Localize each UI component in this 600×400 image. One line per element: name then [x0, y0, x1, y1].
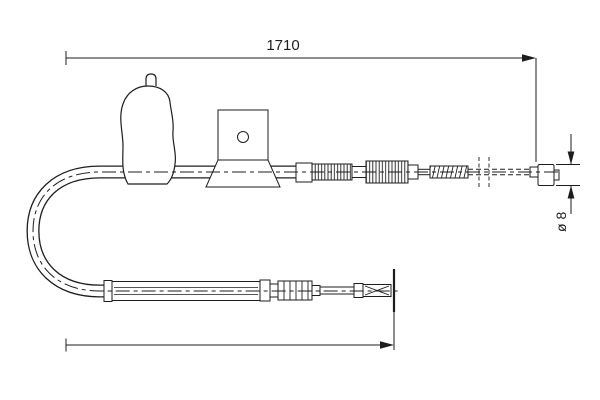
diameter-arrow-bottom [567, 185, 575, 199]
diameter-dimension [556, 134, 580, 214]
diameter-arrow-top [567, 151, 575, 165]
overall-length-label: 1710 [266, 37, 299, 54]
grommet-pin [145, 73, 157, 86]
bracket-base [205, 159, 281, 188]
end-barrel [537, 164, 555, 186]
dimension-arrow-right [522, 54, 536, 62]
cable-end-fitting [529, 164, 560, 186]
top-dimension [65, 51, 537, 162]
centerline [32, 171, 558, 292]
diameter-label: ø 8 [553, 212, 569, 232]
lower-arrow-right [380, 341, 394, 349]
grommet [120, 73, 177, 185]
lower-dimension [65, 312, 395, 352]
end-stub [553, 169, 560, 181]
grommet-body [120, 85, 177, 185]
bracket-hole [237, 131, 249, 143]
mounting-bracket [205, 109, 281, 188]
